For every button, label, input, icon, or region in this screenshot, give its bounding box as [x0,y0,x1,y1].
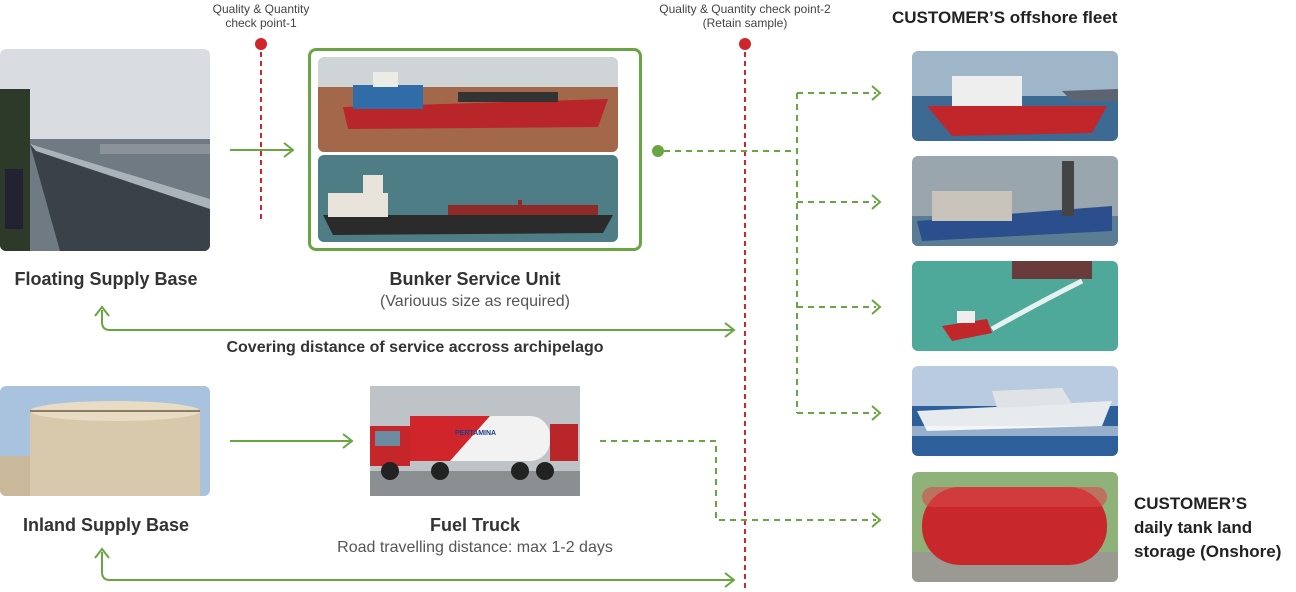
bunker-vessel-photo-2 [318,155,618,242]
floating-to-bunker-arrow [230,142,295,158]
inland-to-truck-arrow [230,433,354,449]
checkpoint-2-marker [739,38,751,50]
checkpoint-2-line2: (Retain sample) [702,16,788,30]
bunker-vessel-photo-1 [318,57,618,152]
bunker-service-unit-frame [308,48,642,251]
checkpoint-1-marker [255,38,267,50]
floating-supply-base-photo [0,49,210,251]
checkpoint-2-line1: Quality & Quantity check point-2 [659,2,831,16]
fleet-vessel-photo-1 [912,51,1118,141]
fuel-truck-label: Fuel Truck [429,515,521,535]
onshore-tank-photo [912,472,1118,582]
checkpoint-1-line2: check point-1 [225,16,297,30]
checkpoint-1-line1: Quality & Quantity [212,2,310,16]
bunker-to-fleet-connectors [664,92,876,414]
bunker-connector-dot [652,145,664,157]
bunker-service-unit-label: Bunker Service Unit [389,269,561,289]
onshore-line1: CUSTOMER’S [1134,494,1248,513]
onshore-storage-label: CUSTOMER’S daily tank land storage (Onsh… [1134,492,1281,564]
floating-supply-base-label: Floating Supply Base [14,269,198,289]
inland-supply-base-photo [0,386,210,496]
fleet-vessel-photo-2 [912,156,1118,246]
truck-to-onshore-connector [600,440,876,521]
onshore-line2: daily tank land [1134,518,1253,537]
inland-supply-base-label: Inland Supply Base [22,515,190,535]
sea-distance-label: Covering distance of service accross arc… [226,339,604,356]
checkpoint-2-caption: Quality & Quantity check point-2 (Retain… [640,2,850,30]
fleet-vessel-photo-4 [912,366,1118,456]
fleet-vessel-photo-3 [912,261,1118,351]
fleet-title: CUSTOMER’S offshore fleet [892,8,1118,27]
bunker-service-unit-subtitle: (Variouus size as required) [379,293,570,310]
truck-brand-text: PERTAMINA [455,430,497,437]
fuel-truck-subtitle: Road travelling distance: max 1-2 days [337,539,613,556]
onshore-line3: storage (Onshore) [1134,542,1282,561]
checkpoint-1-caption: Quality & Quantity check point-1 [196,2,326,30]
fuel-truck-photo: PERTAMINA [370,386,580,496]
sea-distance-arrow [94,305,736,338]
